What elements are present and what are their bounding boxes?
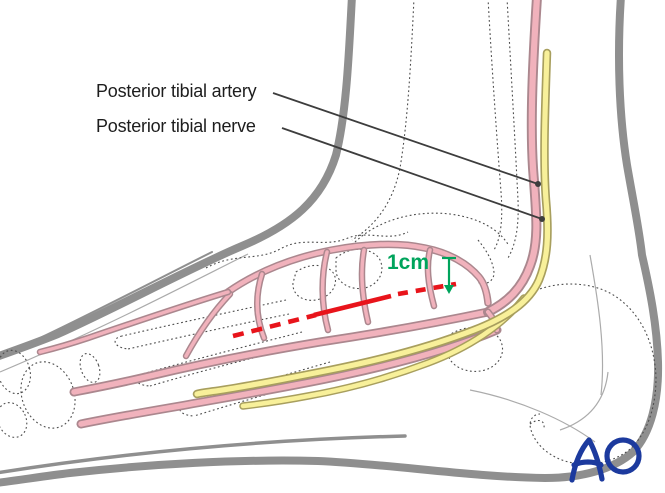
nerve-leader-line: [281, 127, 543, 220]
incision-line: [232, 281, 457, 339]
fibula: [506, 0, 519, 259]
leader-lines: [272, 92, 545, 222]
tibia-anterior: [351, 0, 415, 241]
incision-solid: [313, 293, 392, 318]
ao-logo: [569, 437, 642, 483]
measurement-label: 1cm: [387, 251, 430, 274]
incision-dashed-right: [397, 281, 457, 297]
ao-logo-letter-o: [604, 437, 642, 475]
artery-leader-line: [272, 92, 539, 185]
posterior-tibial-artery-network: [40, 0, 537, 424]
measurement-arrow: [442, 256, 456, 294]
arrowhead-down: [444, 285, 454, 294]
sole-inner-arc: [0, 434, 407, 475]
talus: [354, 212, 510, 247]
tendon-lines: [0, 253, 609, 443]
label-posterior-tibial-nerve: Posterior tibial nerve: [96, 116, 256, 136]
bones-dotted: [0, 0, 657, 465]
label-posterior-tibial-artery: Posterior tibial artery: [96, 81, 257, 101]
incision-dashed-left: [232, 312, 317, 339]
tibia-posterior: [487, 0, 503, 251]
shin-dorsum-outline: [0, 0, 356, 360]
dorsum-inner-line: [0, 251, 213, 356]
heel-notch: [529, 419, 545, 429]
nerve-leader-dot: [539, 216, 545, 222]
calcaneus: [523, 283, 657, 465]
navicular: [335, 248, 383, 290]
artery-leader-dot: [535, 181, 541, 187]
toe-bones: [0, 349, 101, 438]
cuneiform: [292, 264, 336, 301]
ao-logo-letter-a-bar: [571, 459, 604, 468]
